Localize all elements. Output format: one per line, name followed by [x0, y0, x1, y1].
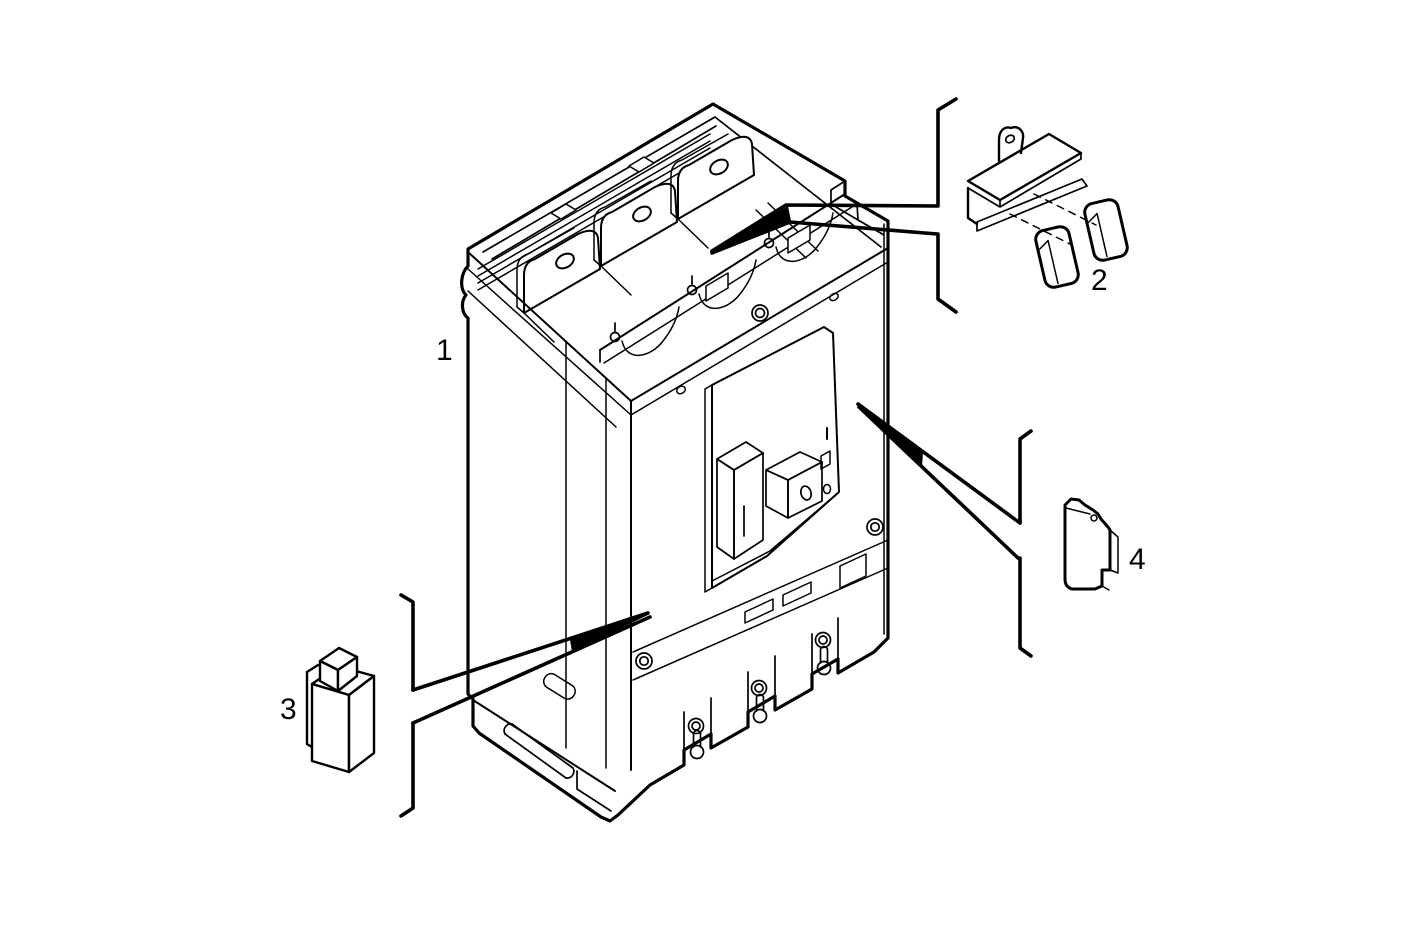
block-2 [1083, 198, 1129, 262]
lower-bands [632, 539, 889, 681]
side-plate-drawing [1063, 497, 1119, 591]
handle-panel [704, 326, 840, 593]
toggle-handle [716, 441, 823, 560]
front-rim [599, 193, 889, 416]
cover-screw-left [635, 652, 653, 670]
rim-screw [751, 304, 769, 322]
breaker-silhouette [460, 102, 890, 823]
part-label-3: 3 [280, 693, 297, 726]
block-1 [1034, 225, 1080, 289]
front-face [472, 223, 889, 812]
base-block [472, 699, 616, 812]
part-label-4: 4 [1129, 543, 1146, 576]
leader-2 [710, 97, 958, 314]
callout-1: 1 [436, 334, 453, 367]
accessory-block-drawing [305, 646, 376, 774]
left-face [467, 251, 632, 771]
callout-2: 2 [710, 97, 1129, 314]
cover-screw-right [866, 518, 884, 536]
breaker-body-drawing [460, 102, 890, 823]
leader-3 [399, 593, 652, 818]
part-label-2: 2 [1091, 264, 1108, 297]
callout-3: 3 [280, 593, 652, 818]
part-label-1: 1 [436, 334, 453, 367]
callout-4: 4 [856, 402, 1146, 658]
leader-4 [856, 402, 1033, 658]
on-off-marks [820, 427, 832, 495]
bracket-part-drawing [966, 126, 1129, 289]
mounting-feet [683, 617, 839, 766]
face-rivet [675, 385, 687, 395]
